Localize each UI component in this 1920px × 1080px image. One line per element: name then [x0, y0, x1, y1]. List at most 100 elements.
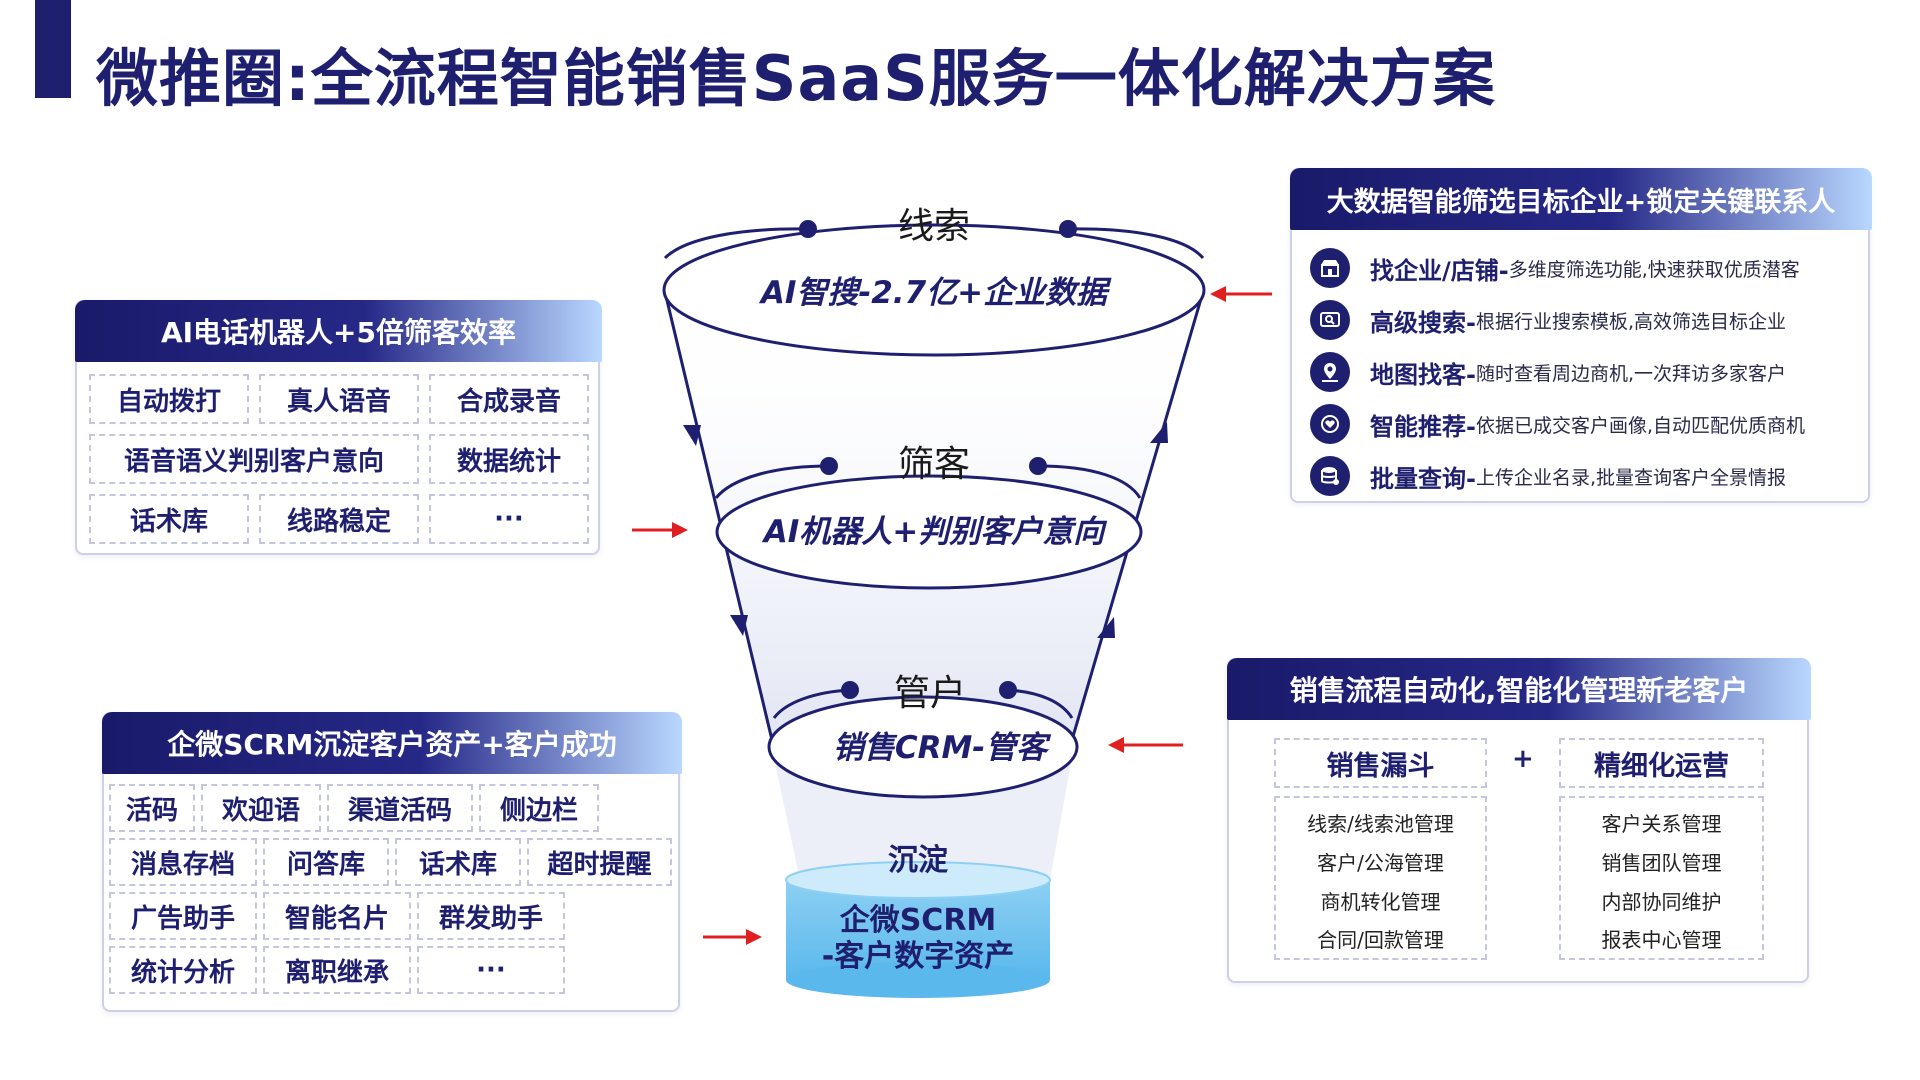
stage1-ellipse [662, 223, 1206, 357]
feature-title: 批量查询- [1370, 464, 1476, 493]
list-item: 客户/公海管理 [1317, 851, 1444, 875]
scrm-title: 企微SCRM沉淀客户资产+客户成功 [102, 712, 682, 774]
ai-phone-item: 数据统计 [429, 434, 589, 484]
scrm-item: 渠道活码 [327, 784, 473, 832]
feature-desc: 上传企业名录,批量查询客户全景情报 [1475, 466, 1787, 489]
scrm-item: 智能名片 [263, 892, 411, 940]
fine-ops-head: 精细化运营 [1559, 738, 1764, 788]
feature-title: 地图找客- [1370, 360, 1476, 389]
stage3-ellipse [767, 695, 1079, 799]
scrm-item: 统计分析 [109, 946, 257, 994]
feature-desc: 多维度筛选功能,快速获取优质潜客 [1508, 258, 1800, 281]
scrm-item: 消息存档 [109, 838, 257, 886]
feature-row: 地图找客- 随时查看周边商机,一次拜访多家客户 [1310, 352, 1786, 392]
cylinder-top [785, 861, 1051, 899]
base-line1: 企微SCRM [840, 903, 997, 938]
stage2-arc-left [714, 464, 830, 499]
feature-row: 找企业/店铺- 多维度筛选功能,快速获取优质潜客 [1310, 248, 1800, 288]
plus-sign: + [1512, 744, 1534, 774]
scrm-item: ··· [417, 946, 565, 994]
up-arrow-right-1 [1150, 422, 1168, 443]
sales-title: 销售流程自动化,智能化管理新老客户 [1227, 658, 1811, 720]
red-arrow-scrm-head [746, 929, 762, 945]
cylinder-bottom [786, 962, 1050, 998]
red-arrow-sales-head [1108, 737, 1124, 753]
page-title: 微推圈:全流程智能销售SaaS服务一体化解决方案 [96, 42, 1496, 115]
stage2-arc-right [1037, 464, 1142, 499]
stage1-arc-left [663, 227, 809, 260]
stage2-dot-right [1029, 457, 1047, 475]
scrm-panel: 企微SCRM沉淀客户资产+客户成功 活码 欢迎语 渠道活码 侧边栏 消息存档 问… [102, 712, 682, 1012]
stage2-label: 筛客 [898, 444, 970, 485]
sales-funnel-head: 销售漏斗 [1274, 738, 1487, 788]
ai-phone-panel: AI电话机器人+5倍筛客效率 自动拨打 真人语音 合成录音 语音语义判别客户意向… [75, 300, 602, 555]
stage3-label: 管户 [894, 673, 966, 714]
stage1-label: 线索 [898, 206, 970, 247]
ai-phone-item: 自动拨打 [89, 374, 249, 424]
base-line2: -客户数字资产 [822, 939, 1014, 974]
stage2-ellipse [715, 474, 1143, 590]
ai-phone-item: 话术库 [89, 494, 249, 544]
stage3-dot-right [999, 681, 1017, 699]
bigdata-panel: 大数据智能筛选目标企业+锁定关键联系人 找企业/店铺- 多维度筛选功能,快速获取… [1290, 168, 1872, 503]
feature-row: 智能推荐- 依据已成交客户画像,自动匹配优质商机 [1310, 404, 1805, 444]
list-item: 合同/回款管理 [1317, 928, 1444, 952]
feature-row: 批量查询- 上传企业名录,批量查询客户全景情报 [1310, 456, 1786, 496]
red-arrow-ai-phone-head [672, 522, 688, 538]
list-item: 内部协同维护 [1601, 890, 1722, 914]
list-item: 销售团队管理 [1601, 851, 1722, 875]
feature-desc: 根据行业搜索模板,高效筛选目标企业 [1475, 310, 1787, 333]
stage1-dot-right [1059, 220, 1077, 238]
list-item: 商机转化管理 [1320, 890, 1441, 914]
fine-ops-list: 客户关系管理 销售团队管理 内部协同维护 报表中心管理 [1559, 796, 1764, 960]
feature-desc: 随时查看周边商机,一次拜访多家客户 [1475, 362, 1787, 385]
scrm-item: 活码 [109, 784, 195, 832]
stage1-dot-left [799, 220, 817, 238]
sales-funnel-list: 线索/线索池管理 客户/公海管理 商机转化管理 合同/回款管理 [1274, 796, 1487, 960]
feature-desc: 依据已成交客户画像,自动匹配优质商机 [1475, 414, 1806, 437]
funnel-right-edge [1070, 291, 1205, 741]
heart-icon [1310, 404, 1350, 444]
map-icon [1310, 352, 1350, 392]
title-accent-bar [35, 0, 71, 98]
sales-panel: 销售流程自动化,智能化管理新老客户 销售漏斗 + 精细化运营 线索/线索池管理 … [1227, 658, 1811, 983]
store-icon [1310, 248, 1350, 288]
ai-phone-item: 合成录音 [429, 374, 589, 424]
database-icon [1310, 456, 1350, 496]
list-item: 报表中心管理 [1601, 928, 1722, 952]
scrm-item: 广告助手 [109, 892, 257, 940]
ai-phone-item: 语音语义判别客户意向 [89, 434, 419, 484]
red-arrow-bigdata-head [1210, 286, 1226, 302]
scrm-item: 欢迎语 [201, 784, 321, 832]
feature-row: 高级搜索- 根据行业搜索模板,高效筛选目标企业 [1310, 300, 1786, 340]
down-arrow-left-2 [730, 615, 748, 636]
stage1-text: AI智搜-2.7亿+企业数据 [758, 275, 1112, 311]
stage2-dot-left [820, 457, 838, 475]
base-label: 沉淀 [888, 843, 948, 878]
ai-phone-title: AI电话机器人+5倍筛客效率 [75, 300, 602, 362]
list-item: 线索/线索池管理 [1307, 812, 1454, 836]
scrm-item: 群发助手 [417, 892, 565, 940]
scrm-item: 超时提醒 [527, 838, 672, 886]
stage2-text: AI机器人+判别客户意向 [761, 514, 1107, 550]
up-arrow-right-2 [1097, 617, 1115, 638]
list-item: 客户关系管理 [1601, 812, 1722, 836]
funnel-left-edge [663, 291, 774, 741]
feature-title: 智能推荐- [1370, 412, 1476, 441]
ai-phone-item: 真人语音 [259, 374, 419, 424]
bigdata-title: 大数据智能筛选目标企业+锁定关键联系人 [1290, 168, 1872, 230]
feature-title: 高级搜索- [1370, 308, 1476, 337]
down-arrow-left-1 [683, 425, 701, 446]
feature-title: 找企业/店铺- [1370, 256, 1509, 285]
scrm-item: 侧边栏 [479, 784, 599, 832]
scrm-item: 离职继承 [263, 946, 411, 994]
scrm-item: 问答库 [263, 838, 389, 886]
stage3-arc-left [772, 688, 851, 719]
stage3-text: 销售CRM-管客 [833, 730, 1052, 766]
stage3-dot-left [841, 681, 859, 699]
scrm-item: 话术库 [395, 838, 521, 886]
stage1-arc-right [1067, 227, 1205, 260]
ai-phone-item: ··· [429, 494, 589, 544]
ai-phone-item: 线路稳定 [259, 494, 419, 544]
